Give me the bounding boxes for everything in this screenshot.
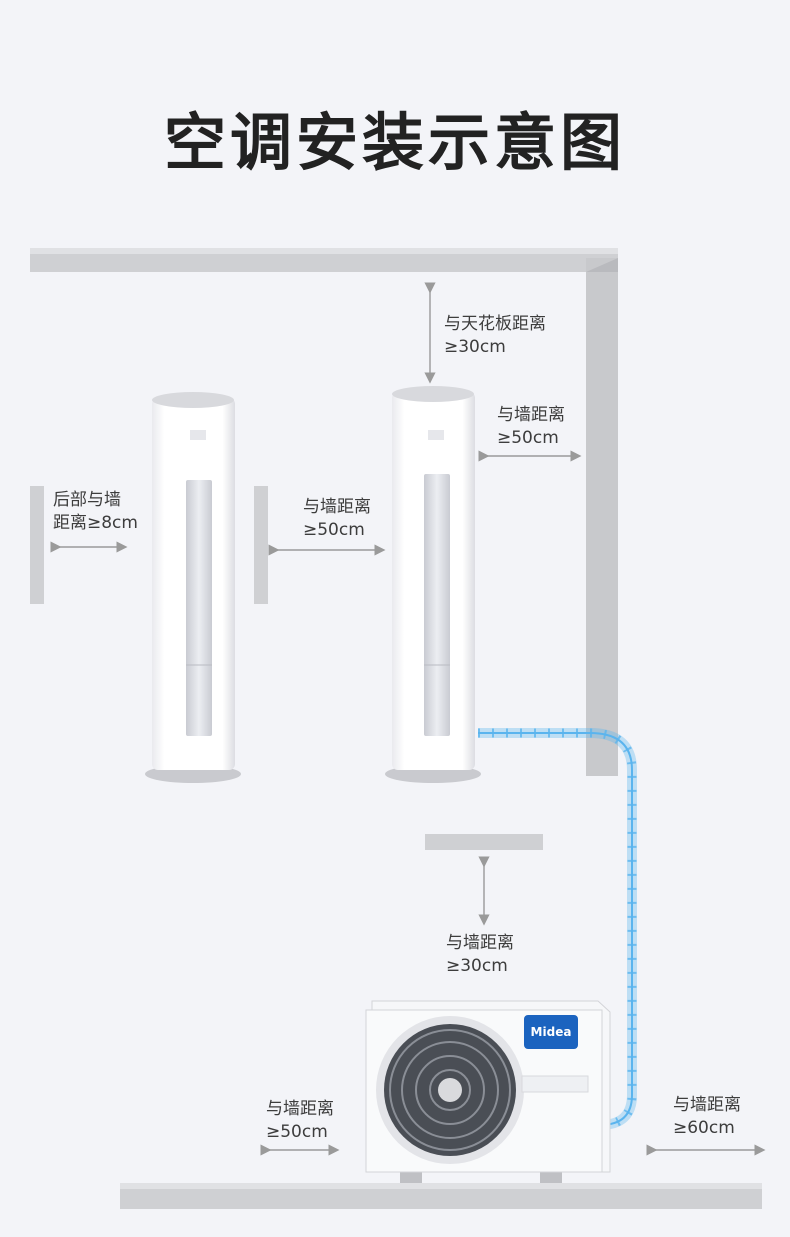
ceiling-distance-label: 与天花板距离 ≥30cm <box>444 313 546 359</box>
outdoor-left-distance-line1: 与墙距离 <box>266 1099 334 1119</box>
between-distance-label: 与墙距离 ≥50cm <box>303 496 371 542</box>
ceiling-wall <box>30 248 618 272</box>
between-distance-line1: 与墙距离 <box>303 497 371 517</box>
midea-logo: Midea <box>524 1015 578 1049</box>
ground <box>120 1183 762 1209</box>
page-title: 空调安装示意图 <box>163 106 626 179</box>
outdoor-left-distance-line2: ≥50cm <box>266 1122 328 1142</box>
side-wall-distance-line1: 与墙距离 <box>497 405 565 425</box>
rear-wall <box>30 486 44 604</box>
ceiling-distance-line1: 与天花板距离 <box>444 314 546 334</box>
outdoor-right-distance-line1: 与墙距离 <box>673 1095 741 1115</box>
rear-wall-distance-line1: 后部与墙 <box>53 490 121 510</box>
outdoor-right-distance-line2: ≥60cm <box>673 1118 735 1138</box>
side-wall <box>254 486 268 604</box>
outdoor-top-distance-line1: 与墙距离 <box>446 933 514 953</box>
side-wall-distance-line2: ≥50cm <box>497 428 559 448</box>
outdoor-right-distance-label: 与墙距离 ≥60cm <box>673 1094 741 1140</box>
outdoor-top-distance-line2: ≥30cm <box>446 956 508 976</box>
side-wall-distance-label: 与墙距离 ≥50cm <box>497 404 565 450</box>
outdoor-top-distance-label: 与墙距离 ≥30cm <box>446 932 514 978</box>
outdoor-unit <box>365 1000 611 1183</box>
ceiling-distance-line2: ≥30cm <box>444 337 506 357</box>
indoor-unit-left <box>145 392 241 783</box>
outdoor-top-wall <box>425 834 543 850</box>
right-wall <box>586 258 618 776</box>
between-distance-line2: ≥50cm <box>303 520 365 540</box>
indoor-unit-right <box>385 386 481 783</box>
rear-wall-distance-line2: 距离≥8cm <box>53 513 138 533</box>
rear-wall-distance-label: 后部与墙 距离≥8cm <box>53 489 138 535</box>
refrigerant-pipe <box>478 728 637 1130</box>
outdoor-left-distance-label: 与墙距离 ≥50cm <box>266 1098 334 1144</box>
